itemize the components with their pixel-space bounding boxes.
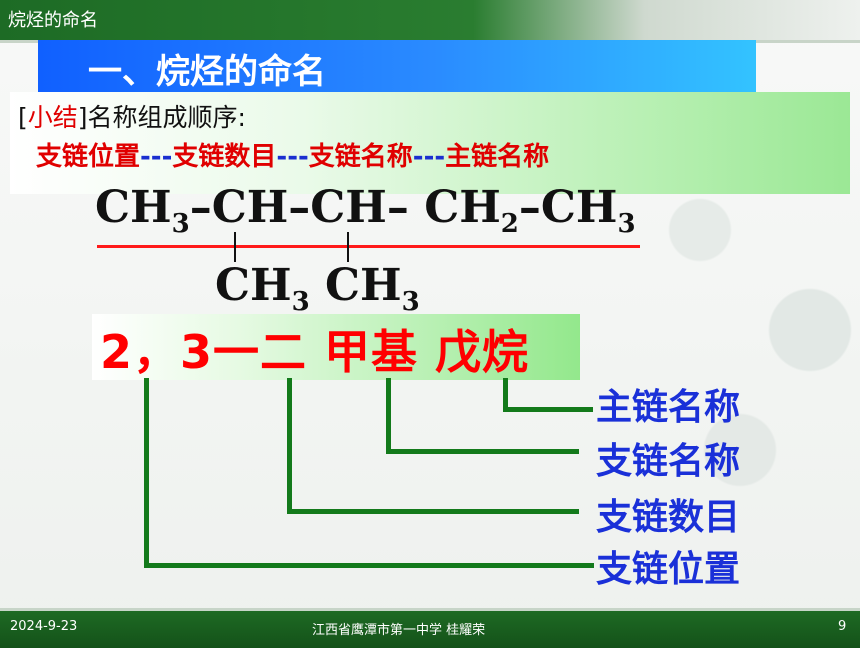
label-branch-name: 支链名称 xyxy=(596,441,741,482)
footer-date: 2024-9-23 xyxy=(10,619,78,634)
summary-tag: 小结 xyxy=(27,103,78,132)
naming-order: 支链位置---支链数目---支链名称---主链名称 xyxy=(36,142,550,172)
connector-branchpos-h xyxy=(144,563,594,568)
connector-branchpos-v xyxy=(144,378,149,568)
label-main-chain-name: 主链名称 xyxy=(596,387,741,428)
summary-box xyxy=(10,92,850,194)
connector-branchcount-h xyxy=(287,509,579,514)
branch-bond-2 xyxy=(347,232,349,262)
structural-formula-branches: CH3 CH3 xyxy=(215,260,420,317)
main-chain-underline xyxy=(97,245,640,248)
connector-main-v xyxy=(503,378,508,412)
label-branch-count: 支链数目 xyxy=(596,497,741,538)
connector-branchcount-v xyxy=(287,378,292,514)
slide-title: 烷烃的命名 xyxy=(8,10,98,31)
label-branch-position: 支链位置 xyxy=(596,549,741,590)
page-number: 9 xyxy=(838,619,847,634)
heading-banner xyxy=(38,40,756,94)
branch-bond-1 xyxy=(234,232,236,262)
section-heading: 一、烷烃的命名 xyxy=(88,52,326,92)
footer-bar xyxy=(0,608,860,648)
footer-author: 江西省鹰潭市第一中学 桂耀荣 xyxy=(312,623,486,638)
structural-formula-main-chain: CH3–CH–CH– CH2–CH3 xyxy=(95,182,636,239)
compound-name: 2，3一二 甲基 戊烷 xyxy=(100,325,530,379)
connector-branchname-v xyxy=(386,378,391,454)
connector-main-h xyxy=(503,407,593,412)
summary-line: [小结]名称组成顺序: xyxy=(18,103,246,132)
compound-name-box xyxy=(92,314,580,380)
connector-branchname-h xyxy=(386,449,579,454)
top-bar xyxy=(0,0,860,40)
